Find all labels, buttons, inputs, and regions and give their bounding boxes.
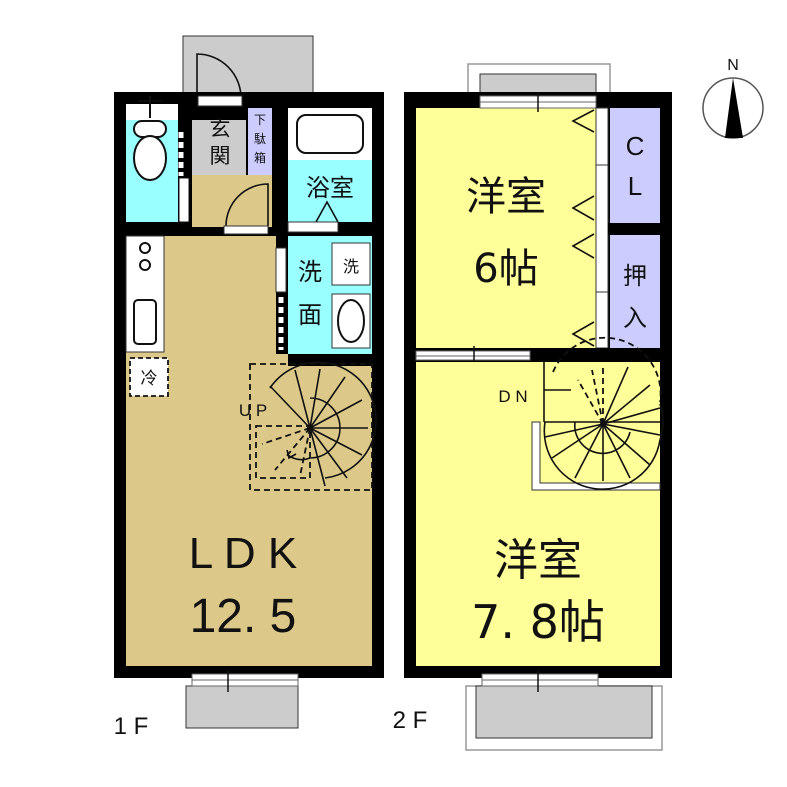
ldk-size: 12. 5	[190, 590, 297, 643]
oshiire-label-1: 押	[623, 262, 647, 290]
oshiire-label-2: 入	[623, 304, 647, 332]
washroom-door[interactable]	[275, 247, 287, 293]
hall-door-icon[interactable]	[225, 183, 269, 227]
shoe-box-label-3: 箱	[254, 150, 266, 165]
western-room-7-8-size: 7. 8帖	[471, 595, 605, 649]
shoe-box-label-1: 下	[254, 113, 266, 127]
bathroom	[288, 160, 372, 222]
washbasin-icon	[337, 299, 365, 343]
stairs-up[interactable]: U P	[239, 361, 377, 491]
closet-label-1: C	[626, 131, 645, 161]
toilet-tank-icon	[133, 120, 167, 138]
floor-2: 洋室 6帖 C L 押 入	[393, 63, 672, 751]
entrance-genkan	[192, 120, 246, 175]
stairs-up-label: U P	[239, 401, 267, 420]
closet-label-2: L	[628, 171, 642, 201]
entrance-label-2: 関	[210, 144, 231, 168]
western-room-6-name: 洋室	[466, 174, 546, 220]
washroom-label-1: 洗	[298, 258, 322, 286]
shoe-box	[248, 108, 272, 175]
bathroom-label: 浴室	[306, 174, 354, 202]
front-door-icon[interactable]	[196, 53, 242, 99]
ldk-name: L D K	[189, 529, 297, 578]
oshiire-closet	[610, 235, 660, 348]
terrace-1f	[185, 685, 299, 729]
hall	[192, 175, 272, 227]
closet-doors[interactable]	[595, 107, 609, 349]
stairs-down-label: D N	[498, 387, 527, 406]
floor-1: 玄 関 下 駄 箱 浴室 冷 洗 面	[114, 35, 384, 740]
washroom-label-2: 面	[298, 301, 322, 329]
toilet-bowl-icon	[133, 135, 167, 181]
washing-machine-space	[331, 242, 371, 286]
toilet-window	[126, 104, 178, 120]
western-room-6	[416, 108, 596, 348]
kitchen-sink-icon	[133, 299, 157, 345]
compass-label: N	[727, 57, 739, 74]
closet-cl	[610, 108, 660, 223]
toilet-door[interactable]	[178, 177, 190, 223]
fridge-space	[129, 357, 169, 397]
bathroom-door[interactable]	[287, 221, 339, 233]
western-room-6-size: 6帖	[473, 246, 538, 292]
western-room-7-8	[416, 362, 660, 666]
stairs-down[interactable]: D N	[498, 336, 664, 491]
floor-1-label: 1 F	[114, 713, 149, 740]
shoe-box-label-2: 駄	[254, 131, 266, 146]
western-room-7-8-name: 洋室	[494, 535, 582, 586]
fridge-label: 冷	[141, 369, 158, 389]
entrance-porch	[182, 35, 314, 97]
stove-burner-icon	[139, 259, 151, 271]
stove-burner-icon	[139, 242, 151, 254]
north-compass-icon: N	[702, 57, 764, 139]
floor-2-label: 2 F	[393, 707, 428, 734]
washing-machine-label: 洗	[343, 257, 359, 276]
bathtub-icon	[296, 114, 364, 154]
entrance-label-1: 玄	[210, 117, 231, 141]
